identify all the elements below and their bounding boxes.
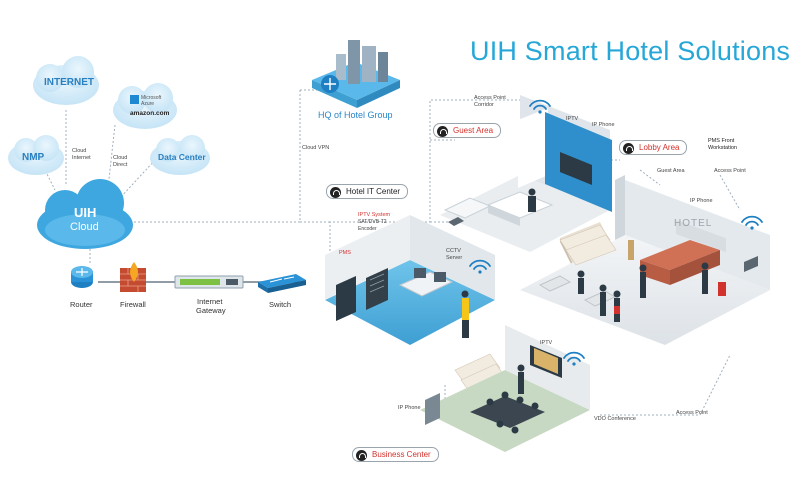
access-point-lobby-label: Access Point <box>714 168 746 174</box>
data-center-cloud <box>150 135 210 175</box>
cloud-internet-label-1: Cloud <box>72 148 87 154</box>
access-point-business-label: Access Point <box>676 410 708 416</box>
pms-label: PMS <box>339 250 351 256</box>
provider-label-1: Microsoft <box>141 95 162 101</box>
area-icon <box>330 187 341 198</box>
provider-label-2: Azure <box>141 101 155 107</box>
hq-label: HQ of Hotel Group <box>318 110 393 120</box>
internet-cloud-label: INTERNET <box>44 77 94 88</box>
area-icon <box>437 126 448 137</box>
router-label: Router <box>70 300 93 309</box>
area-icon <box>623 143 634 154</box>
access-point-label: Access Point <box>474 95 506 101</box>
iptv-business-label: IPTV <box>540 340 553 346</box>
cloud-vpn-label: Cloud VPN <box>302 145 330 151</box>
cloud-internet-label-2: Internet <box>72 155 91 161</box>
providers-cloud <box>113 83 177 129</box>
wifi-icons <box>469 99 763 366</box>
nmp-cloud-label: NMP <box>22 152 45 163</box>
pms-front-label-1: PMS Front <box>708 138 735 144</box>
iptv-system-label-3: Encoder <box>358 226 377 232</box>
guest-area-badge: Guest Area <box>433 123 502 138</box>
pms-front-label-2: Workstation <box>708 145 737 151</box>
page-title: UIH Smart Hotel Solutions <box>470 36 791 66</box>
guest-area-label: Guest Area <box>453 126 494 135</box>
uih-cloud-label-1: UIH <box>74 205 97 220</box>
gateway-label-2: Gateway <box>196 306 226 315</box>
internet-cloud <box>33 56 99 105</box>
nmp-cloud <box>8 135 64 175</box>
lobby-area-badge: Lobby Area <box>619 140 688 155</box>
firewall-label: Firewall <box>120 300 146 309</box>
router-icon <box>71 266 93 288</box>
business-center-badge: Business Center <box>352 447 439 462</box>
gateway-label-1: Internet <box>197 297 223 306</box>
business-center-room <box>420 325 590 452</box>
it-center-room <box>325 215 495 345</box>
provider-label-3: amazon.com <box>130 110 170 117</box>
iptv-system-label-2: SAT/DVB-T2 <box>358 219 387 225</box>
iptv-guest-label: IPTV <box>566 116 579 122</box>
vdo-conference-label: VDO Conference <box>594 416 636 422</box>
firewall-icon <box>120 262 146 292</box>
data-center-cloud-label: Data Center <box>158 152 206 162</box>
uih-cloud-label-2: Cloud <box>70 221 99 233</box>
cloud-direct-label-1: Cloud <box>113 155 128 161</box>
cctv-label-1: CCTV <box>446 248 461 254</box>
area-icon <box>356 450 367 461</box>
cloud-direct-label-2: Direct <box>113 162 128 168</box>
it-center-badge: Hotel IT Center <box>326 184 409 199</box>
switch-label: Switch <box>269 300 292 309</box>
business-center-label: Business Center <box>372 450 431 459</box>
lobby-area-label: Lobby Area <box>639 143 680 152</box>
gateway-icon <box>174 275 244 289</box>
corridor-label: Corridor <box>474 102 494 108</box>
ip-phone-guest-label: IP Phone <box>592 122 615 128</box>
ip-phone-business-label: IP Phone <box>398 405 421 411</box>
uih-cloud <box>37 179 133 249</box>
iptv-system-label-1: IPTV System <box>358 212 391 218</box>
cctv-label-2: Server <box>446 255 463 261</box>
hq-building <box>312 40 400 108</box>
switch-icon <box>258 274 306 293</box>
hotel-sign: HOTEL <box>674 218 713 229</box>
ip-phone-lobby-label: IP Phone <box>690 198 713 204</box>
it-center-label: Hotel IT Center <box>346 187 401 196</box>
guest-area-lobby-label: Guest Area <box>657 168 685 174</box>
